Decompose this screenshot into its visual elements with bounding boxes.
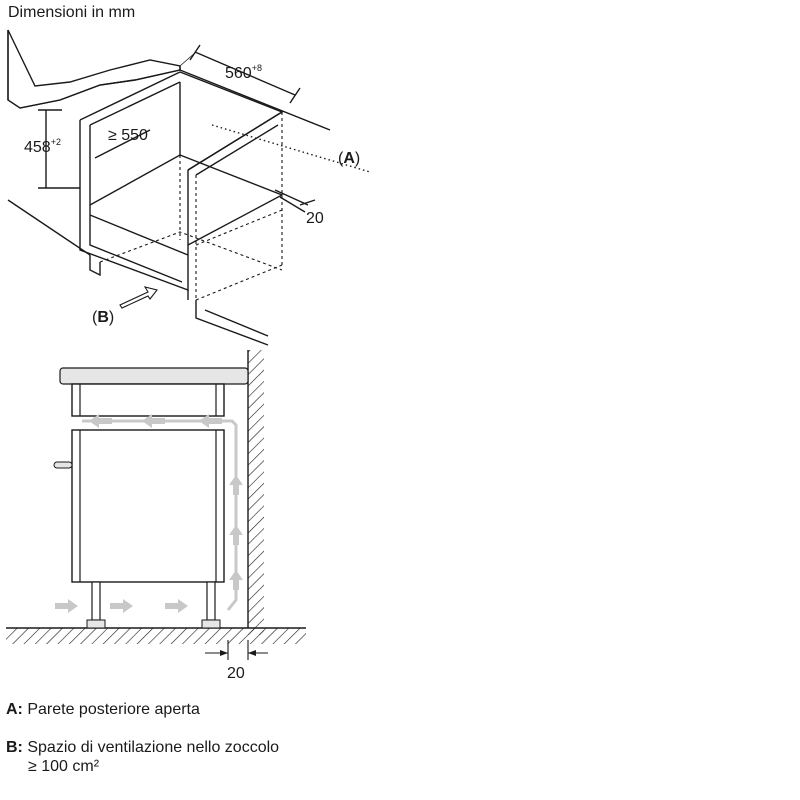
legend-text-b: Spazio di ventilazione nello zoccolo	[27, 739, 280, 756]
airflow-arrows	[55, 414, 243, 613]
wall	[248, 350, 264, 635]
worktop-section	[59, 367, 249, 385]
door-handle	[53, 461, 73, 469]
legend-item-a: A: Parete posteriore aperta	[6, 700, 200, 719]
diagram-title: Dimensioni in mm	[8, 4, 136, 21]
height-label: 458+2	[24, 137, 61, 156]
inner-depth-label: ≥ 550	[108, 127, 148, 144]
legend-sub-b: ≥ 100 cm²	[28, 758, 100, 775]
upper-unit	[71, 383, 225, 417]
legend-key-b: B:	[6, 739, 23, 756]
cabinet-front	[79, 120, 189, 292]
legend-key-a: A:	[6, 701, 23, 718]
depth-label: 560+8	[225, 63, 262, 82]
legend-text-a: Parete posteriore aperta	[27, 701, 200, 718]
leg-rear	[206, 581, 216, 621]
airflow-path	[82, 419, 238, 611]
gap-bottom-label: 20	[227, 665, 245, 682]
legend-item-b: B: Spazio di ventilazione nello zoccolo …	[6, 738, 279, 776]
cabinet-section	[71, 429, 225, 583]
leg-front	[91, 581, 101, 621]
worktop-iso	[7, 29, 181, 109]
isometric-view	[7, 29, 371, 346]
gap-top-label: 20	[306, 210, 324, 227]
callout-a: (A)	[338, 150, 360, 167]
section-view	[6, 350, 306, 660]
callout-b: (B)	[92, 309, 114, 326]
floor	[6, 628, 306, 644]
